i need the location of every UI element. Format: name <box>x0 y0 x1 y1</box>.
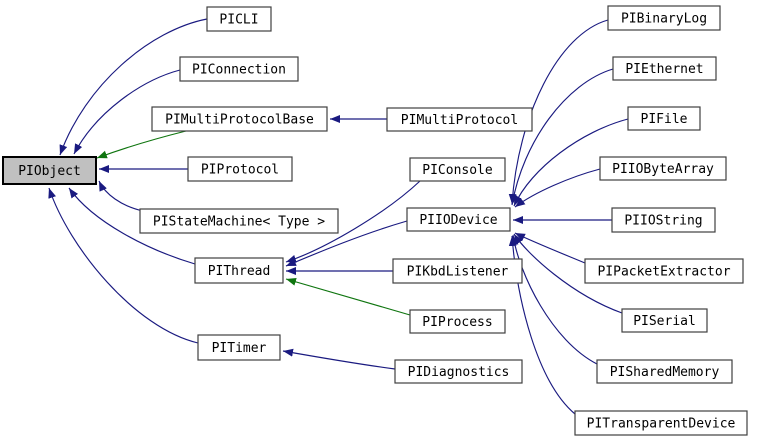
class-node-box-PIKbdListener[interactable] <box>392 258 523 284</box>
class-node-box-PIProcess[interactable] <box>409 309 506 334</box>
class-node-PIMultiProtocolBase: PIMultiProtocolBase <box>151 106 328 132</box>
class-node-box-PIEthernet[interactable] <box>612 56 717 81</box>
class-node-label-PIBinaryLog: PIBinaryLog <box>621 12 707 27</box>
class-node-label-PISharedMemory: PISharedMemory <box>610 365 720 380</box>
class-node-box-PIFile[interactable] <box>627 106 701 131</box>
class-node-PIObject: PIObject <box>2 156 97 185</box>
inheritance-edge-PIBinaryLog-to-PIIODevice <box>508 19 609 205</box>
class-node-label-PIIODevice: PIIODevice <box>419 213 497 228</box>
class-node-label-PIIOByteArray: PIIOByteArray <box>612 162 714 177</box>
class-node-box-PIConsole[interactable] <box>409 157 506 182</box>
inheritance-edge-PIMultiProtocolBase-to-PIObject <box>96 130 187 159</box>
class-node-box-PIThread[interactable] <box>194 257 284 284</box>
class-node-PIProtocol: PIProtocol <box>187 156 293 182</box>
class-node-box-PIIOByteArray[interactable] <box>599 156 727 181</box>
class-node-box-PIMultiProtocolBase[interactable] <box>151 106 328 132</box>
class-node-PISerial: PISerial <box>621 308 708 333</box>
class-node-PISharedMemory: PISharedMemory <box>596 359 733 384</box>
class-node-PITimer: PITimer <box>197 334 281 361</box>
class-node-label-PIStateMachine: PIStateMachine< Type > <box>153 215 325 230</box>
class-node-label-PIThread: PIThread <box>208 264 271 279</box>
class-node-box-PIMultiProtocol[interactable] <box>386 107 533 132</box>
class-node-label-PISerial: PISerial <box>633 314 696 329</box>
inheritance-edge-PIDiagnostics-to-PITimer <box>282 348 396 370</box>
class-node-box-PISharedMemory[interactable] <box>596 359 733 384</box>
class-node-PIIOByteArray: PIIOByteArray <box>599 156 727 181</box>
class-node-label-PIMultiProtocol: PIMultiProtocol <box>401 113 518 128</box>
class-node-PIPacketExtractor: PIPacketExtractor <box>584 258 744 284</box>
class-node-box-PITimer[interactable] <box>197 334 281 361</box>
class-node-label-PIFile: PIFile <box>641 112 688 127</box>
class-node-PIKbdListener: PIKbdListener <box>392 258 523 284</box>
class-node-label-PITransparentDevice: PITransparentDevice <box>587 417 736 432</box>
class-node-label-PIConnection: PIConnection <box>192 63 286 78</box>
class-node-PIConnection: PIConnection <box>179 56 299 82</box>
class-node-label-PIPacketExtractor: PIPacketExtractor <box>597 265 730 280</box>
class-node-box-PIProtocol[interactable] <box>187 156 293 182</box>
class-node-label-PIObject: PIObject <box>18 164 81 179</box>
class-node-PICLI: PICLI <box>206 6 272 32</box>
class-node-box-PIObject <box>2 156 97 185</box>
class-node-PIIODevice: PIIODevice <box>406 207 511 232</box>
class-node-PIConsole: PIConsole <box>409 157 506 182</box>
inheritance-edge-PIConnection-to-PIObject <box>73 69 181 155</box>
class-node-label-PIConsole: PIConsole <box>422 163 493 178</box>
class-node-label-PIDiagnostics: PIDiagnostics <box>408 365 510 380</box>
class-node-label-PICLI: PICLI <box>219 13 258 28</box>
class-node-PIDiagnostics: PIDiagnostics <box>394 359 523 384</box>
class-node-box-PIBinaryLog[interactable] <box>607 5 721 31</box>
class-node-PIIOString: PIIOString <box>611 207 716 233</box>
class-node-label-PITimer: PITimer <box>212 341 267 356</box>
class-node-label-PIMultiProtocolBase: PIMultiProtocolBase <box>165 113 314 128</box>
class-node-PIStateMachine: PIStateMachine< Type > <box>139 208 339 234</box>
inheritance-edge-PIFile-to-PIIODevice <box>513 118 629 207</box>
class-node-PIEthernet: PIEthernet <box>612 56 717 81</box>
inheritance-edge-PIConsole-to-PIThread <box>285 180 421 263</box>
class-node-box-PITransparentDevice[interactable] <box>574 410 748 436</box>
class-node-PIMultiProtocol: PIMultiProtocol <box>386 107 533 132</box>
inheritance-edge-PIIODevice-to-PIThread <box>285 220 408 267</box>
class-node-box-PIIODevice[interactable] <box>406 207 511 232</box>
inheritance-edge-PIThread-to-PIObject <box>68 187 196 265</box>
class-node-label-PIProcess: PIProcess <box>422 315 492 330</box>
class-node-box-PISerial[interactable] <box>621 308 708 333</box>
inheritance-edge-PIStateMachine-to-PIObject <box>98 180 144 212</box>
class-node-box-PICLI[interactable] <box>206 6 272 32</box>
class-node-PIFile: PIFile <box>627 106 701 131</box>
inheritance-edge-PICLI-to-PIObject <box>59 18 208 156</box>
class-node-box-PIIOString[interactable] <box>611 207 716 233</box>
class-node-box-PIDiagnostics[interactable] <box>394 359 523 384</box>
class-node-PIProcess: PIProcess <box>409 309 506 334</box>
class-node-PIBinaryLog: PIBinaryLog <box>607 5 721 31</box>
inheritance-edge-PITimer-to-PIObject <box>48 187 199 344</box>
class-node-label-PIEthernet: PIEthernet <box>625 62 703 77</box>
class-node-label-PIProtocol: PIProtocol <box>201 163 279 178</box>
class-node-PIThread: PIThread <box>194 257 284 284</box>
class-node-label-PIKbdListener: PIKbdListener <box>407 265 509 280</box>
inheritance-edge-PIEthernet-to-PIIODevice <box>509 68 614 206</box>
inheritance-edge-PISerial-to-PIIODevice <box>513 233 623 314</box>
class-node-PITransparentDevice: PITransparentDevice <box>574 410 748 436</box>
class-node-label-PIIOString: PIIOString <box>624 214 702 229</box>
class-node-box-PIConnection[interactable] <box>179 56 299 82</box>
inheritance-edge-PISharedMemory-to-PIIODevice <box>510 234 598 365</box>
class-node-box-PIPacketExtractor[interactable] <box>584 258 744 284</box>
class-node-box-PIStateMachine[interactable] <box>139 208 339 234</box>
inheritance-edge-PIIOByteArray-to-PIIODevice <box>514 168 601 208</box>
inheritance-edge-PIProcess-to-PIThread <box>285 277 411 316</box>
